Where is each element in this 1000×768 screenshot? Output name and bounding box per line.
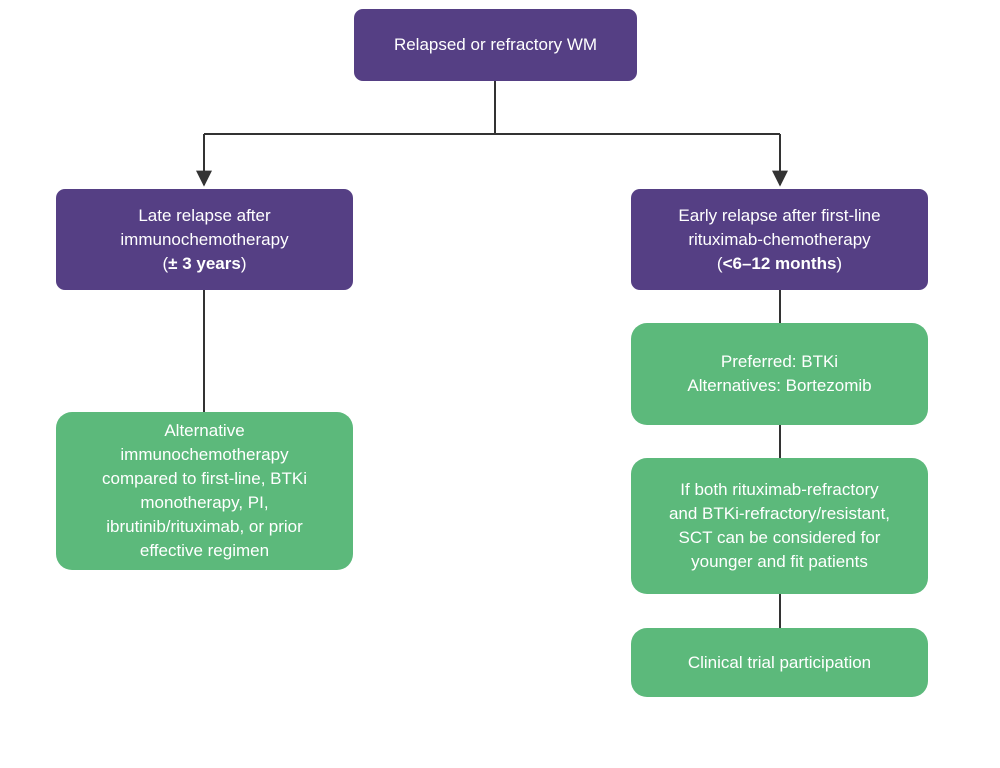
late-relapse-timeframe-value: ± 3 years: [168, 253, 241, 273]
late-treatment-line-3: compared to first-line, BTKi: [101, 469, 307, 488]
early-treatment-alternatives: Alternatives: Bortezomib: [687, 376, 872, 395]
late-treatment-line-6: effective regimen: [139, 541, 270, 560]
early-relapse-timeframe-value: <6–12 months: [722, 253, 837, 273]
late-relapse-line-1: Late relapse after: [138, 205, 271, 225]
root-node: Relapsed or refractory WM: [354, 9, 637, 81]
refractory-option-line-2: and BTKi-refractory/resistant,: [668, 504, 891, 523]
clinical-trial-node: Clinical trial participation: [631, 628, 928, 697]
early-relapse-line-1: Early relapse after first-line: [678, 205, 881, 225]
early-treatment-preferred: Preferred: BTKi: [720, 352, 839, 371]
late-relapse-line-2: immunochemotherapy: [120, 229, 289, 249]
late-treatment-line-1: Alternative: [164, 421, 245, 440]
late-relapse-timeframe: (± 3 years): [120, 252, 288, 276]
root-node-label: Relapsed or refractory WM: [393, 35, 598, 54]
late-treatment-line-5: ibrutinib/rituximab, or prior: [106, 517, 303, 536]
clinical-trial-label: Clinical trial participation: [687, 652, 872, 672]
late-treatment-node: Alternative immunochemotherapy compared …: [56, 412, 353, 570]
early-relapse-paren-close: ): [836, 253, 843, 273]
early-relapse-node: Early relapse after first-line rituximab…: [631, 189, 928, 290]
late-relapse-paren-close: ): [240, 253, 247, 273]
early-relapse-paren-open: (: [716, 253, 723, 273]
late-relapse-node: Late relapse after immunochemotherapy (±…: [56, 189, 353, 290]
late-treatment-line-2: immunochemotherapy: [120, 445, 289, 464]
refractory-option-line-1: If both rituximab-refractory: [680, 480, 879, 499]
late-relapse-paren-open: (: [162, 253, 169, 273]
refractory-option-line-3: SCT can be considered for: [678, 528, 881, 547]
refractory-option-node: If both rituximab-refractory and BTKi-re…: [631, 458, 928, 594]
late-treatment-line-4: monotherapy, PI,: [140, 493, 269, 512]
refractory-option-line-4: younger and fit patients: [691, 552, 868, 571]
early-treatment-node: Preferred: BTKi Alternatives: Bortezomib: [631, 323, 928, 425]
early-relapse-line-2: rituximab-chemotherapy: [688, 229, 871, 249]
early-relapse-timeframe: (<6–12 months): [678, 252, 880, 276]
